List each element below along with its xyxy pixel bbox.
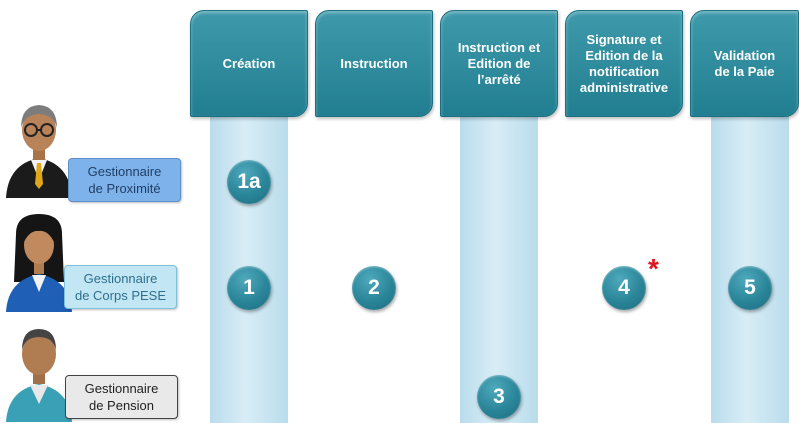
phase-header-instruction-edition: Instruction et Edition de l’arrêté: [440, 10, 558, 117]
actor-label-line: Gestionnaire: [83, 271, 158, 286]
phase-header-line: l’arrêté: [477, 71, 521, 87]
step-marker-4: 4: [602, 266, 646, 310]
man-avatar-icon: [6, 329, 72, 422]
actor-label-line: Gestionnaire: [84, 381, 159, 396]
phase-header-line: Instruction et: [457, 39, 541, 55]
phase-header-line: Création: [222, 55, 276, 71]
phase-header-line: Edition de: [467, 55, 531, 71]
note-asterisk: *: [648, 253, 659, 284]
businessman-avatar-icon: [6, 105, 72, 198]
step-marker-1a: 1a: [227, 160, 271, 204]
phase-header-creation: Création: [190, 10, 308, 117]
phase-header-line: Signature et: [586, 31, 662, 47]
phase-header-instruction: Instruction: [315, 10, 433, 117]
phase-header-line: Edition de la: [585, 47, 663, 63]
actor-label-line: de Pension: [88, 398, 155, 413]
actor-label-line: de Corps PESE: [74, 288, 167, 303]
step-marker-1: 1: [227, 266, 271, 310]
phase-header-signature: Signature et Edition de la notification …: [565, 10, 683, 117]
actor-label-proximite: Gestionnaire de Proximité: [68, 158, 181, 202]
actor-label-corps-pese: Gestionnaire de Corps PESE: [64, 265, 177, 309]
actor-label-pension: Gestionnaire de Pension: [65, 375, 178, 419]
step-marker-3: 3: [477, 375, 521, 419]
lane-instruction-edition: [460, 112, 538, 423]
actor-label-line: de Proximité: [88, 181, 161, 196]
businesswoman-avatar-icon: [6, 214, 72, 312]
phase-header-line: administrative: [579, 79, 669, 95]
phase-header-validation: Validation de la Paie: [690, 10, 799, 117]
phase-header-line: de la Paie: [714, 63, 775, 79]
step-marker-5: 5: [728, 266, 772, 310]
actor-label-line: Gestionnaire: [87, 164, 162, 179]
phase-header-line: Validation: [713, 47, 776, 63]
phase-header-line: Instruction: [340, 55, 408, 71]
phase-header-line: notification: [588, 63, 660, 79]
step-marker-2: 2: [352, 266, 396, 310]
